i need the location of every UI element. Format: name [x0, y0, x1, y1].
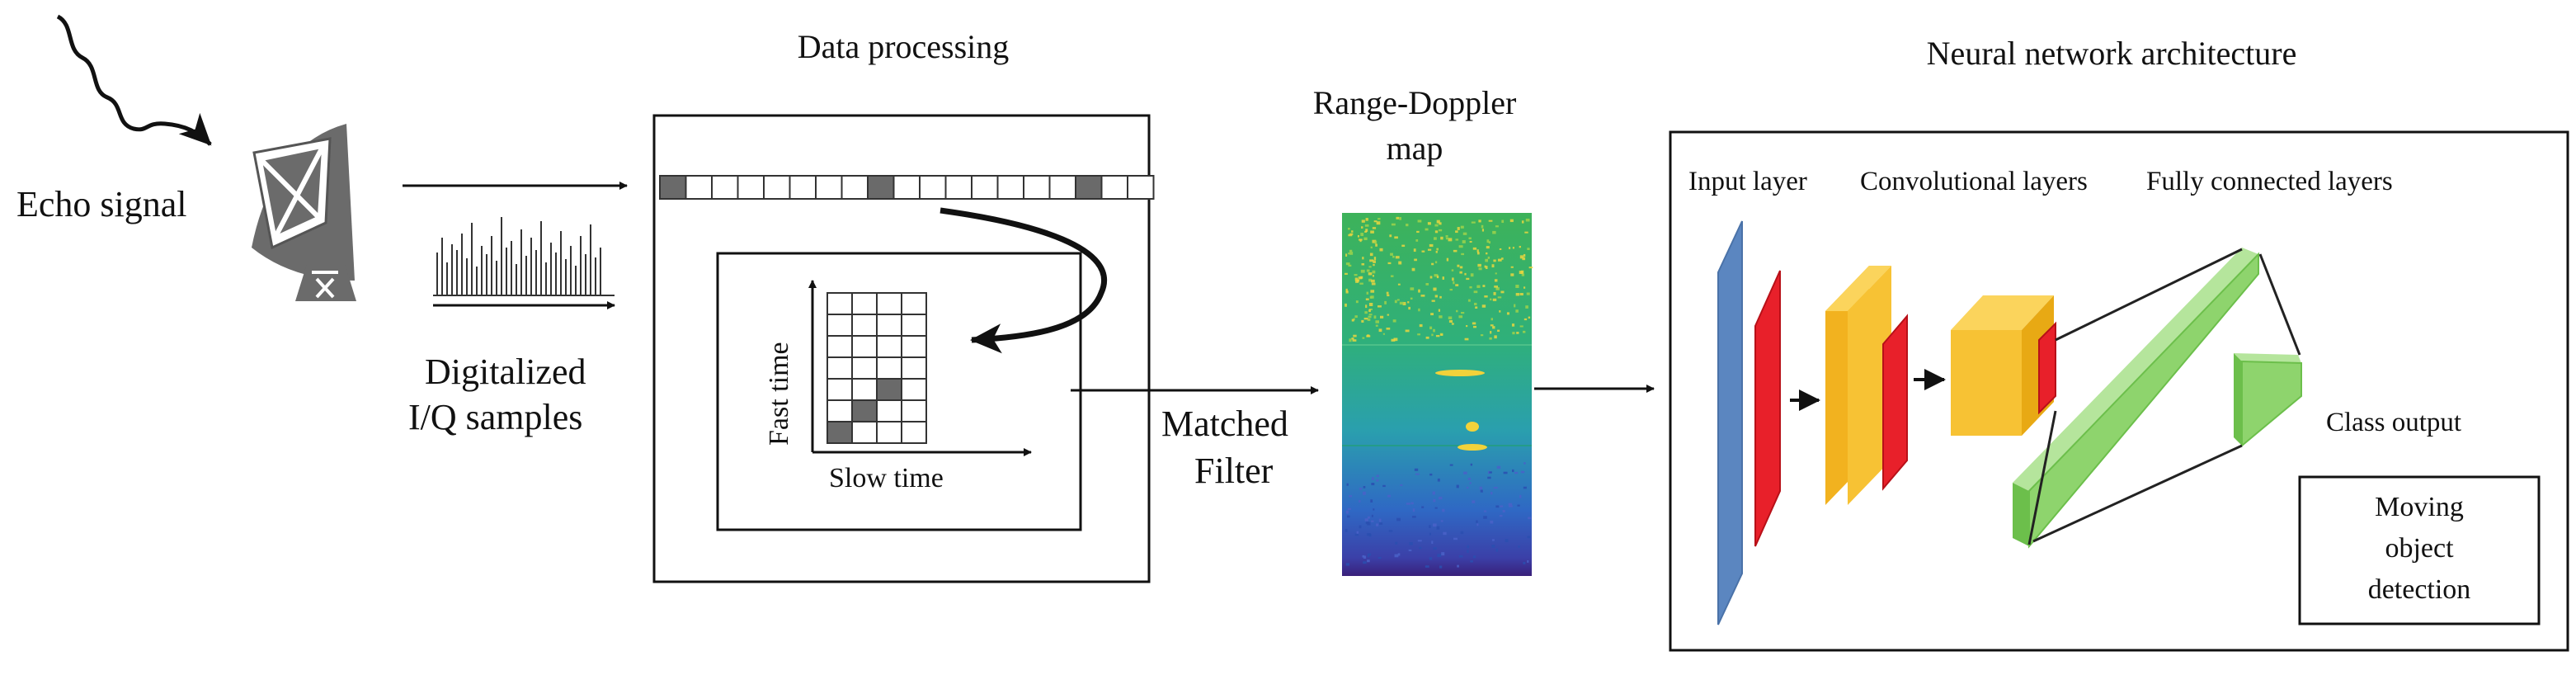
fc-connections — [2027, 248, 2301, 545]
radar-dish-icon — [252, 124, 356, 301]
fast-time-label: Fast time — [764, 342, 794, 446]
data-matrix-grid — [826, 292, 927, 444]
class-output-label: Class output — [2326, 408, 2461, 437]
slow-time-label: Slow time — [829, 463, 944, 493]
detection-label: detection — [2368, 574, 2471, 605]
wave-signal-icon — [56, 14, 212, 146]
conv-layers-label: Convolutional layers — [1860, 167, 2088, 196]
conv-block-2 — [1951, 295, 2056, 436]
fc-layers-label: Fully connected layers — [2146, 167, 2393, 196]
fc-layer-1 — [2013, 248, 2259, 549]
reshape-curved-arrow — [940, 207, 1107, 354]
fc-layer-2 — [2234, 353, 2302, 448]
matched-label: Matched — [1161, 404, 1288, 444]
conv2-kernel — [2038, 321, 2056, 415]
rd-map-noise — [1345, 216, 1533, 569]
iq-samples-label: I/Q samples — [408, 397, 582, 437]
rd-map-title-1: Range-Doppler — [1313, 84, 1517, 121]
data-processing-title: Data processing — [798, 28, 1010, 65]
conv-block-1 — [1825, 266, 1908, 505]
iq-samples-icon — [433, 217, 615, 296]
echo-signal-label: Echo signal — [16, 184, 187, 224]
conv1-kernel — [1882, 314, 1908, 491]
rd-map-title-2: map — [1387, 130, 1443, 167]
rd-map-targets — [1342, 344, 1532, 451]
output-box — [2298, 475, 2541, 625]
moving-label: Moving — [2375, 492, 2464, 522]
input-layer-label: Input layer — [1688, 167, 1807, 196]
nn-architecture-title: Neural network architecture — [1927, 35, 2297, 72]
object-label: object — [2385, 533, 2454, 564]
digitalized-label: Digitalized — [425, 352, 586, 392]
input-layer-block — [1717, 220, 1743, 625]
filter-label: Filter — [1194, 451, 1274, 491]
sample-buffer-strip — [659, 175, 1155, 200]
input-kernel — [1754, 270, 1781, 547]
